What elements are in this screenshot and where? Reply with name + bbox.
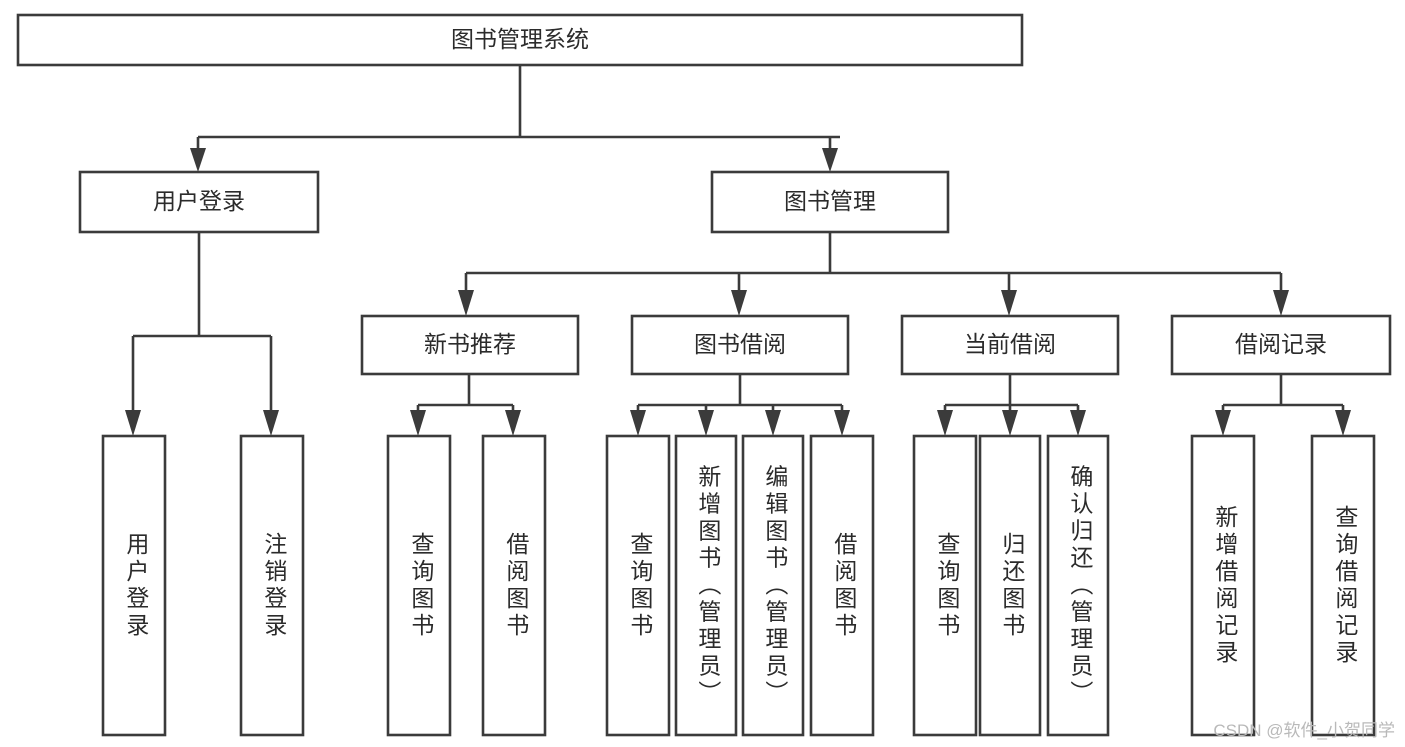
leaf-box[interactable]: [674, 434, 738, 737]
node-leaf-br-query-record[interactable]: 查询借阅记录: [1310, 434, 1376, 737]
arrow-nb-leaf-2: [505, 410, 521, 436]
leaf-label: 借阅图书: [503, 532, 530, 640]
leaf-label: 归还图书: [999, 532, 1026, 640]
node-borrow-record[interactable]: 借阅记录: [1170, 314, 1392, 376]
arrow-bb-leaf-3: [765, 410, 781, 436]
borrow-record-box[interactable]: [1170, 314, 1392, 376]
connector-layer: [125, 65, 1351, 436]
current-borrow-label: 当前借阅: [964, 331, 1056, 357]
node-leaf-br-add-record[interactable]: 新增借阅记录: [1190, 434, 1256, 737]
arrow-br-leaf-2: [1335, 410, 1351, 436]
node-leaf-bb-query-book[interactable]: 查询图书: [605, 434, 671, 737]
arrow-cb-leaf-1: [937, 410, 953, 436]
leaf-label: 查询图书: [408, 532, 435, 640]
book-management-box[interactable]: [710, 170, 950, 234]
arrow-to-current-borrow: [1001, 290, 1017, 316]
book-management-label: 图书管理: [784, 188, 876, 214]
leaf-label: 确认归还（管理员）: [1067, 465, 1094, 708]
leaf-box[interactable]: [912, 434, 978, 737]
book-borrow-box[interactable]: [630, 314, 850, 376]
leaf-box[interactable]: [1190, 434, 1256, 737]
new-book-recommend-label: 新书推荐: [424, 331, 516, 357]
leaf-label: 查询图书: [627, 532, 654, 640]
node-user-login[interactable]: 用户登录: [78, 170, 320, 234]
user-login-label: 用户登录: [153, 188, 245, 214]
leaf-label: 新增图书（管理员）: [695, 465, 722, 708]
arrow-bb-leaf-2: [698, 410, 714, 436]
leaf-box[interactable]: [101, 434, 167, 737]
arrow-to-new-book: [458, 290, 474, 316]
borrow-record-label: 借阅记录: [1235, 331, 1327, 357]
leaf-box[interactable]: [978, 434, 1042, 737]
arrow-nb-leaf-1: [410, 410, 426, 436]
current-borrow-box[interactable]: [900, 314, 1120, 376]
arrow-to-user-login: [190, 148, 206, 172]
node-leaf-nb-query-book[interactable]: 查询图书: [386, 434, 452, 737]
book-borrow-label: 图书借阅: [694, 331, 786, 357]
arrow-cb-leaf-3: [1070, 410, 1086, 436]
leaf-box[interactable]: [239, 434, 305, 737]
leaf-box[interactable]: [605, 434, 671, 737]
node-book-borrow[interactable]: 图书借阅: [630, 314, 850, 376]
node-leaf-user-login[interactable]: 用户登录: [101, 434, 167, 737]
leaf-label: 编辑图书（管理员）: [762, 465, 789, 708]
leaf-box[interactable]: [809, 434, 875, 737]
root-label: 图书管理系统: [451, 26, 589, 52]
leaf-box[interactable]: [741, 434, 805, 737]
node-leaf-cb-query-book[interactable]: 查询图书: [912, 434, 978, 737]
node-leaf-nb-borrow-book[interactable]: 借阅图书: [481, 434, 547, 737]
arrow-user-leaf-1: [125, 410, 141, 436]
leaf-label: 用户登录: [123, 532, 150, 640]
node-leaf-bb-edit-book[interactable]: 编辑图书（管理员）: [741, 434, 805, 737]
leaf-box[interactable]: [1310, 434, 1376, 737]
leaf-label: 新增借阅记录: [1212, 505, 1239, 667]
leaf-box[interactable]: [1046, 434, 1110, 737]
leaf-label: 注销登录: [261, 532, 288, 640]
arrow-to-borrow-record: [1273, 290, 1289, 316]
node-leaf-cb-confirm-return[interactable]: 确认归还（管理员）: [1046, 434, 1110, 737]
node-root-system[interactable]: 图书管理系统: [16, 13, 1024, 67]
node-leaf-bb-borrow-book[interactable]: 借阅图书: [809, 434, 875, 737]
arrow-bb-leaf-1: [630, 410, 646, 436]
leaf-label: 借阅图书: [831, 532, 858, 640]
leaf-label: 查询图书: [934, 532, 961, 640]
leaf-box[interactable]: [481, 434, 547, 737]
leaf-label: 查询借阅记录: [1332, 505, 1359, 667]
node-leaf-cb-return-book[interactable]: 归还图书: [978, 434, 1042, 737]
node-new-book-recommend[interactable]: 新书推荐: [360, 314, 580, 376]
arrow-cb-leaf-2: [1002, 410, 1018, 436]
node-current-borrow[interactable]: 当前借阅: [900, 314, 1120, 376]
leaf-box[interactable]: [386, 434, 452, 737]
user-login-box[interactable]: [78, 170, 320, 234]
arrow-to-book-borrow: [731, 290, 747, 316]
node-leaf-logout[interactable]: 注销登录: [239, 434, 305, 737]
node-book-management[interactable]: 图书管理: [710, 170, 950, 234]
new-book-recommend-box[interactable]: [360, 314, 580, 376]
arrow-user-leaf-2: [263, 410, 279, 436]
root-box[interactable]: [16, 13, 1024, 67]
arrow-bb-leaf-4: [834, 410, 850, 436]
node-leaf-bb-add-book[interactable]: 新增图书（管理员）: [674, 434, 738, 737]
arrow-to-book-management: [822, 148, 838, 172]
arrow-br-leaf-1: [1215, 410, 1231, 436]
